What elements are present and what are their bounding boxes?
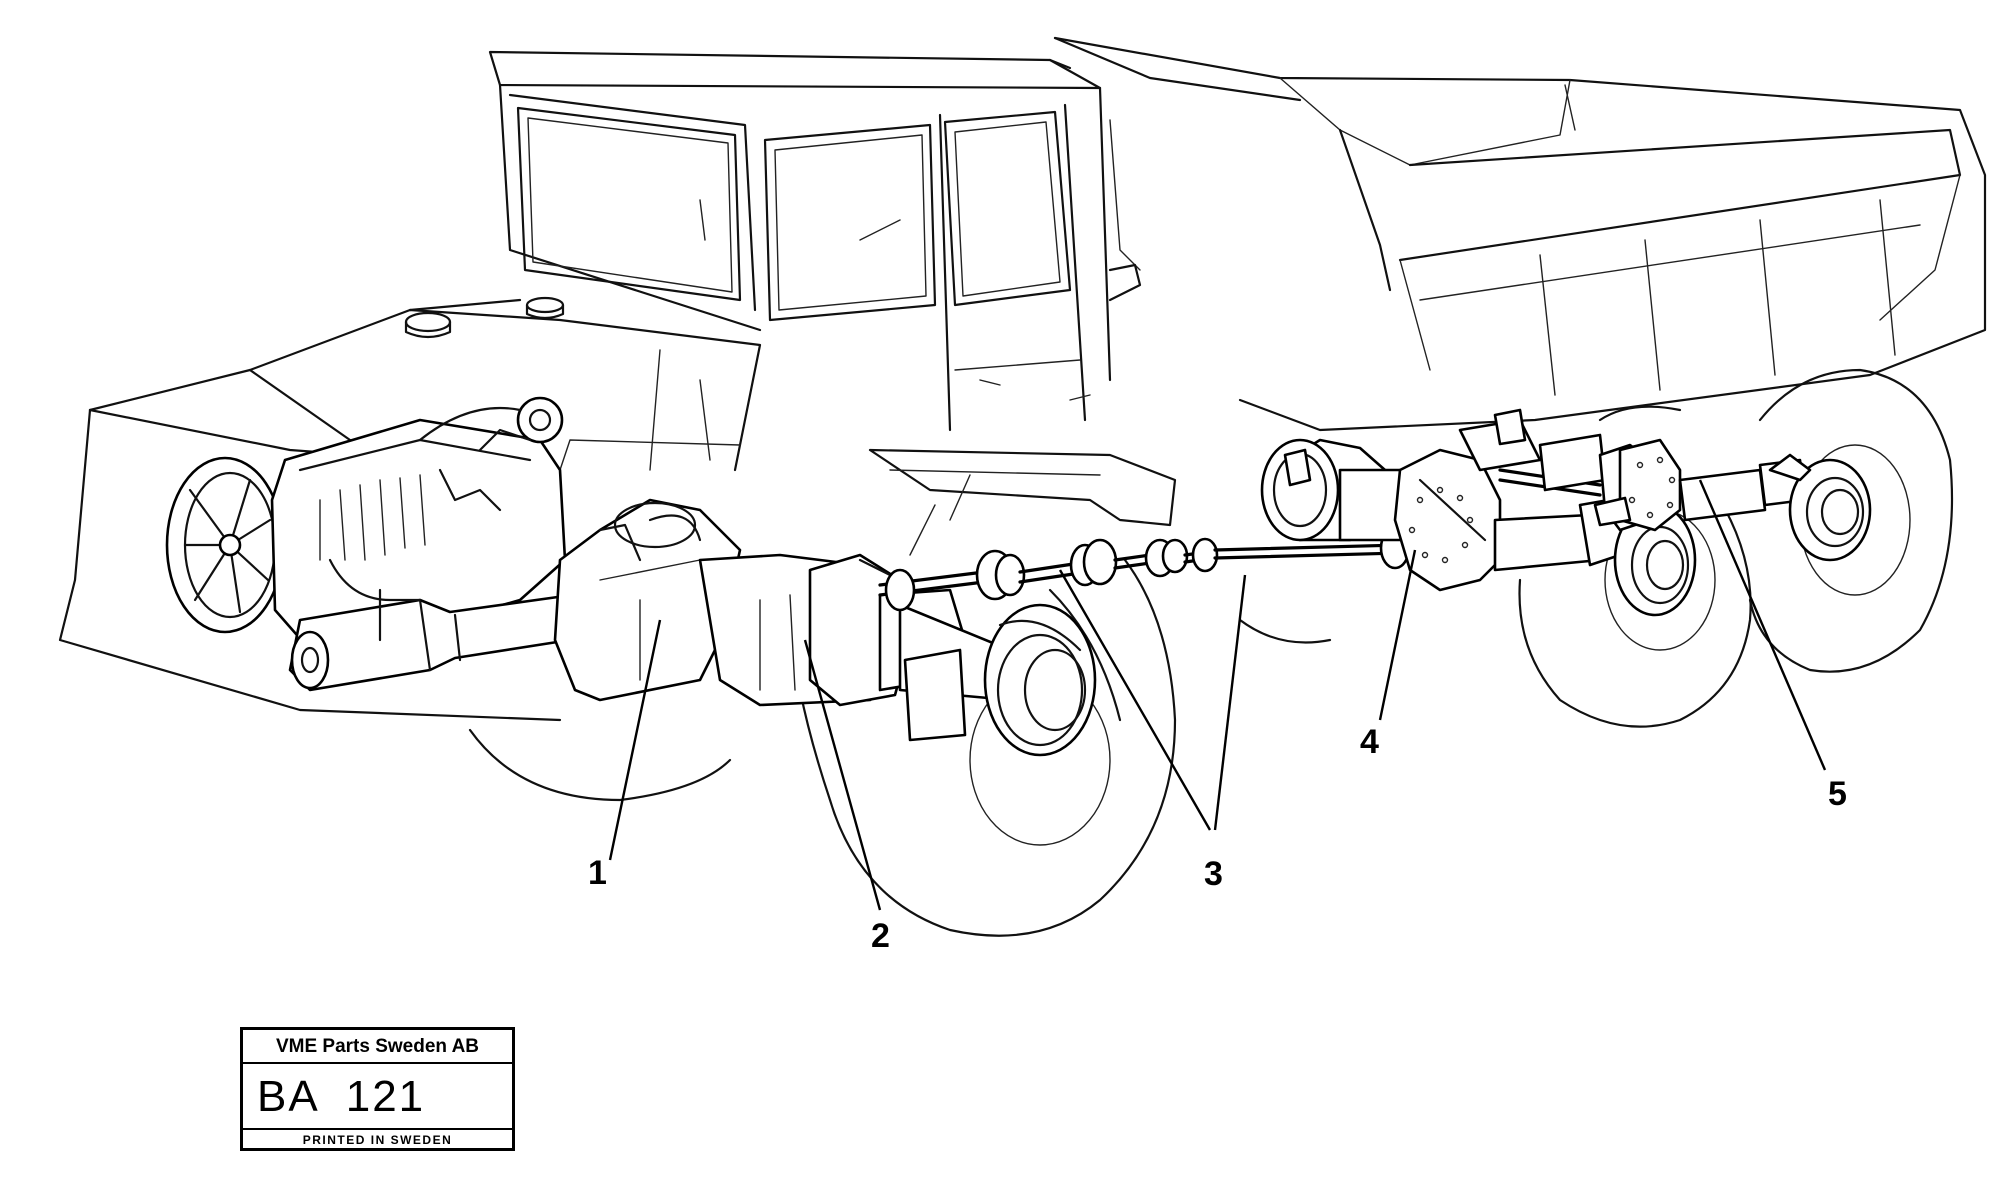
dump-body	[1053, 36, 1987, 432]
leader-line-1	[608, 619, 662, 861]
title-block: VME Parts Sweden AB BA 121 PRINTED IN SW…	[240, 1027, 515, 1151]
leader-line-5	[1698, 479, 1827, 771]
cab	[488, 50, 1142, 432]
middle-axle	[1260, 438, 1697, 617]
company-name: VME Parts Sweden AB	[243, 1030, 512, 1064]
leader-line-4	[1378, 549, 1417, 721]
leader-line-2	[803, 639, 882, 911]
propeller-shaft	[878, 526, 1411, 612]
leader-line-3a	[1058, 569, 1212, 831]
engine	[165, 396, 582, 692]
rear-wheels	[1238, 368, 1954, 728]
illustration-code: BA 121	[257, 1072, 426, 1121]
callout-1: 1	[588, 854, 607, 892]
leader-lines	[608, 479, 1827, 911]
leader-line-3b	[1213, 574, 1247, 831]
callout-4: 4	[1360, 723, 1379, 761]
rear-axle	[1458, 408, 1872, 562]
hood	[58, 296, 1177, 722]
callout-3: 3	[1204, 855, 1223, 893]
front-axle	[898, 603, 1097, 757]
front-wheels	[468, 558, 1177, 937]
callout-5: 5	[1828, 775, 1847, 813]
printed-in-label: PRINTED IN SWEDEN	[243, 1128, 512, 1148]
callout-2: 2	[871, 917, 890, 955]
